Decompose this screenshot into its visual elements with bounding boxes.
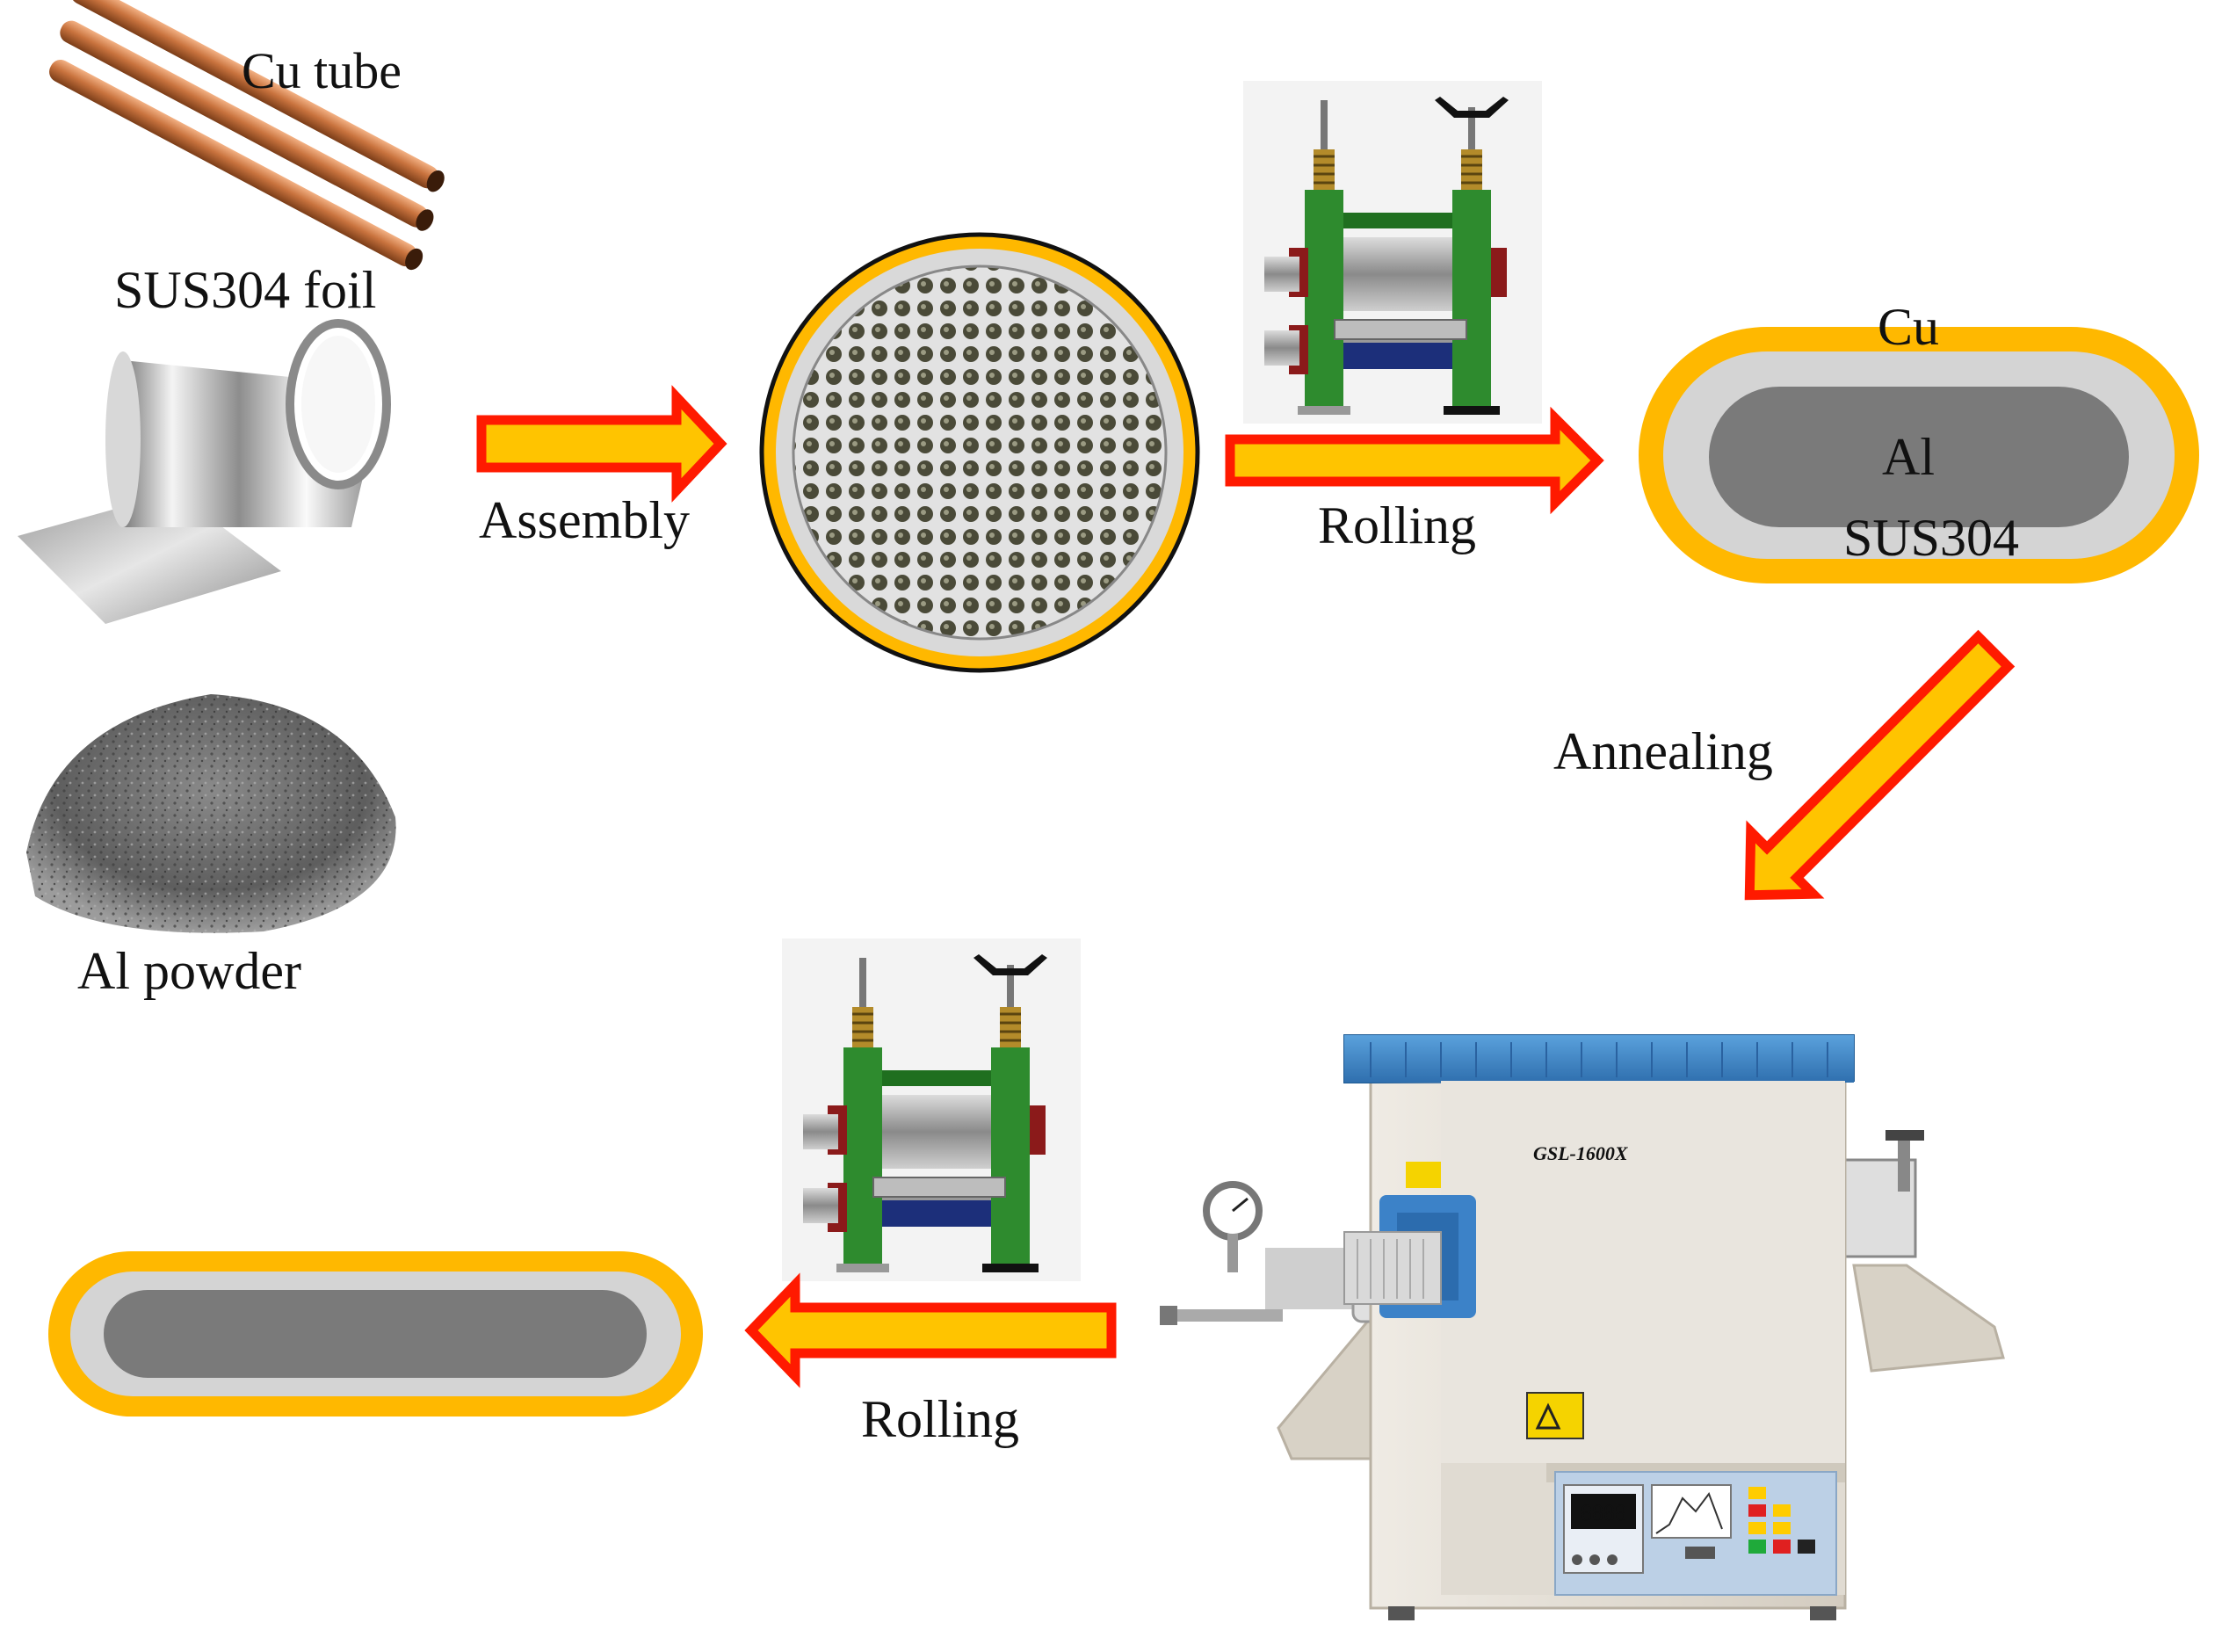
arrow-rolling-2 (744, 1272, 1117, 1388)
copper-tubes-photo (49, 0, 445, 271)
label-rolling-2: Rolling (861, 1390, 1019, 1448)
assembled-cross-section (759, 232, 1200, 673)
rolling-mill-icon-2 (780, 937, 1082, 1283)
steel-foil-roll-photo (18, 319, 391, 624)
label-layer-sus304: SUS304 (1843, 509, 2019, 567)
controller-display: 8888 (1581, 1500, 1626, 1525)
label-assembly: Assembly (479, 491, 690, 549)
label-layer-cu: Cu (1878, 298, 1939, 356)
label-cu-tube: Cu tube (242, 42, 402, 99)
arrow-assembly (476, 385, 727, 503)
label-rolling-1: Rolling (1318, 496, 1476, 554)
label-sus304-foil: SUS304 foil (114, 261, 376, 319)
rolling-mill-icon (1241, 79, 1544, 425)
label-annealing: Annealing (1553, 722, 1773, 780)
final-strip-cross-section (48, 1251, 703, 1417)
furnace-model-label: GSL-1600X (1533, 1142, 1629, 1164)
tube-furnace-icon: GSL-1600X 8888 (1160, 1034, 2005, 1620)
aluminum-powder-pile-photo (26, 694, 396, 933)
arrow-annealing (1744, 629, 2016, 901)
label-layer-al: Al (1882, 428, 1935, 486)
rolled-cross-section (1639, 327, 2199, 583)
arrow-rolling-1 (1225, 406, 1604, 515)
label-al-powder: Al powder (77, 942, 301, 1000)
